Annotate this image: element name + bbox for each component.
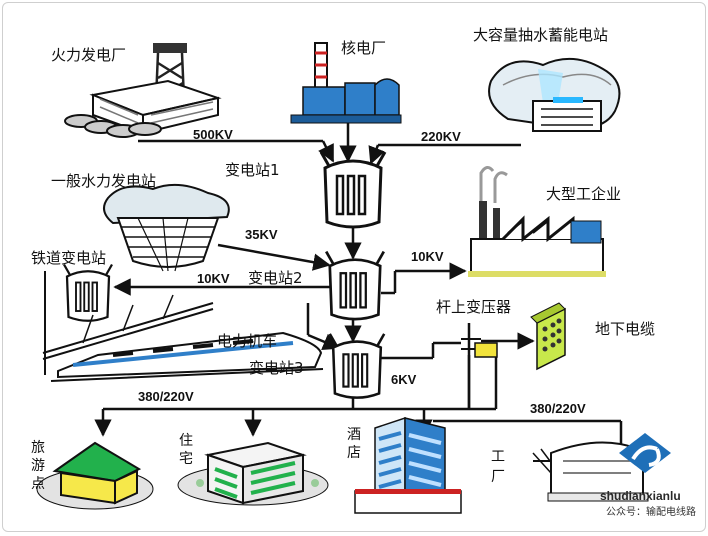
pumped-storage-label: 大容量抽水蓄能电站 [473,26,608,44]
large-industry-label: 大型工企业 [546,185,621,203]
pole-transformer-icon [461,323,498,409]
hydro-plant-label: 一般水力发电站 [51,172,156,190]
thermal-plant-label: 火力发电厂 [51,46,126,64]
hotel-label-1: 酒 [347,427,361,443]
railway-system-icon [42,263,214,375]
hotel-label-2: 店 [347,445,361,461]
watermark-site: shudianxianlu [600,489,681,503]
voltage-380-left: 380/220V [138,389,194,404]
underground-cable-label: 地下电缆 [595,320,655,338]
residence-label-2: 宅 [179,451,193,467]
tourist-spot-label-2: 游 [31,458,45,474]
nuclear-plant-icon [290,42,402,124]
tourist-spot-label-1: 旅 [31,440,45,456]
substation2-transformer-icon [324,250,386,321]
substation1-label: 变电站1 [225,161,280,179]
factory-label-1: 工 [491,449,505,465]
nuclear-plant-label: 核电厂 [341,39,386,57]
voltage-500kv: 500KV [193,127,233,142]
voltage-6kv: 6KV [391,372,417,387]
large-industry-icon [468,166,606,277]
watermark-logo-icon [619,433,671,473]
voltage-10kv-left: 10KV [197,271,230,286]
electric-locomotive-icon [50,331,324,382]
factory-label-2: 厂 [491,469,505,485]
electric-locomotive-label: 电力机车 [217,332,277,350]
pole-transformer-label: 杆上变压器 [436,298,511,316]
substation2-label: 变电站2 [248,269,303,287]
underground-cable-icon [530,302,566,371]
voltage-35kv: 35KV [245,227,278,242]
substation3-label: 变电站3 [249,359,304,377]
substation3-transformer-icon [328,332,386,399]
tourist-spot-icon [36,441,154,510]
voltage-220kv: 220KV [421,129,461,144]
substation1-transformer-icon [319,150,387,229]
pumped-storage-icon [488,57,621,132]
hotel-icon [354,416,462,514]
factory-icon [532,441,649,502]
tourist-spot-label-3: 点 [31,476,45,492]
watermark-account: 公众号：输配电线路 [606,505,696,518]
residence-icon [177,441,329,506]
residence-label-1: 住 [179,433,193,449]
voltage-380-right: 380/220V [530,401,586,416]
hydro-plant-icon [103,183,230,272]
voltage-10kv-right: 10KV [411,249,444,264]
thermal-plant-icon [64,43,222,138]
railway-substation-label: 铁道变电站 [31,249,106,267]
